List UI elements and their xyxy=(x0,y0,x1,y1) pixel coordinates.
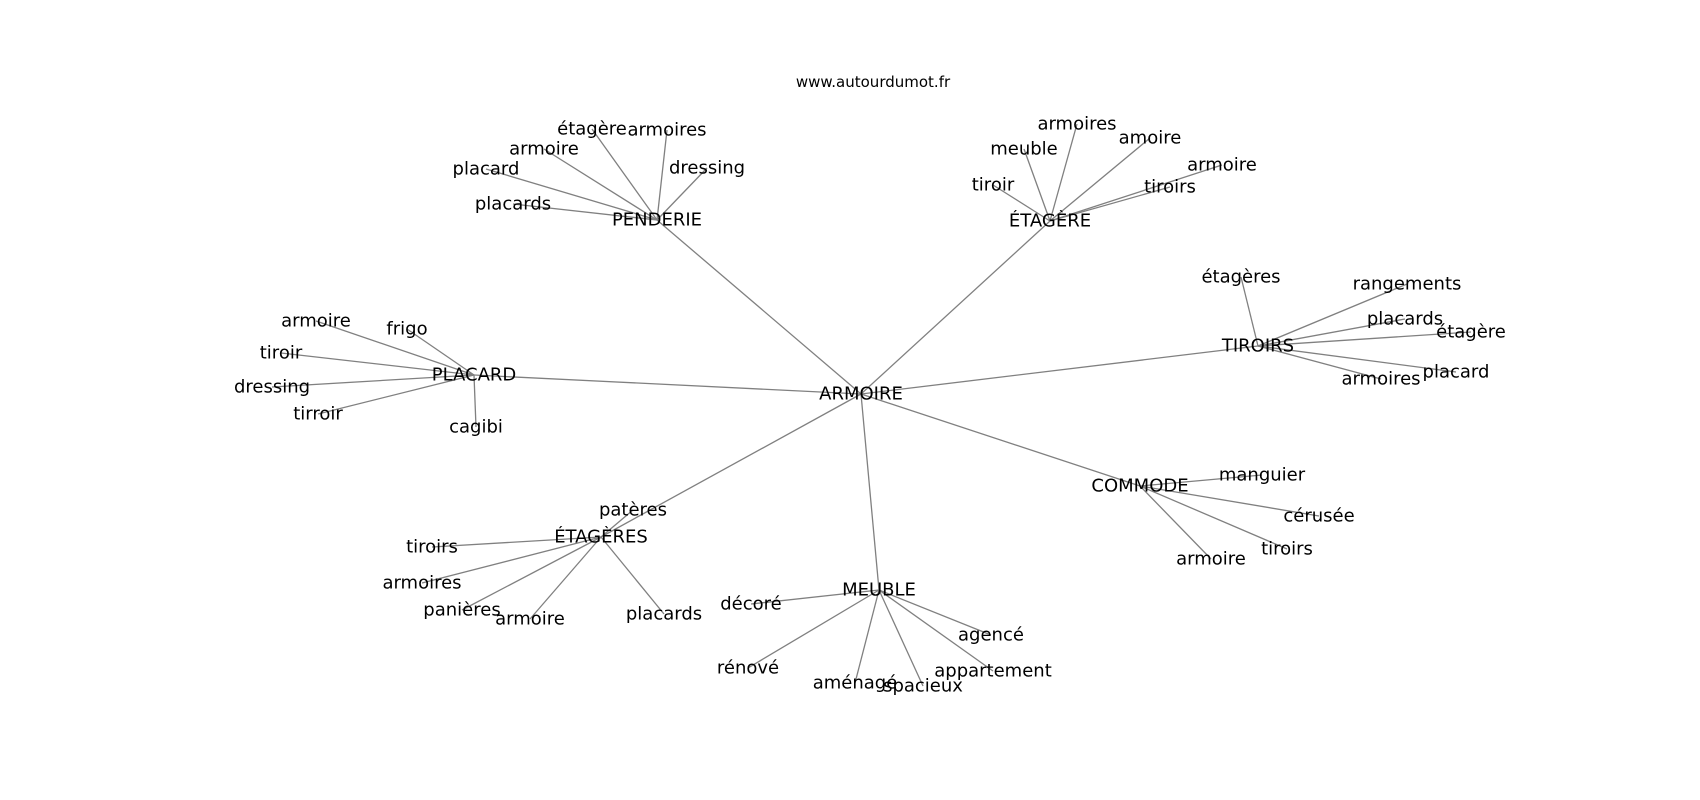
leaf-node-etageres-pateres: patères xyxy=(599,500,667,521)
leaf-node-etagere-armoires: armoires xyxy=(1037,114,1116,135)
edge-placard-dressing xyxy=(271,374,475,388)
leaf-node-penderie-placard: placard xyxy=(453,159,520,180)
leaf-node-commode-manguier: manguier xyxy=(1219,465,1306,486)
edge-etagere-armoire xyxy=(1049,164,1223,222)
edge-etageres-pateres xyxy=(600,509,634,538)
leaf-node-etageres-panieres: panières xyxy=(423,600,500,621)
leaf-node-penderie-etagere: étagère xyxy=(557,119,627,140)
edge-etageres-armoire xyxy=(529,536,602,620)
edge-meuble-decore xyxy=(750,589,880,605)
leaf-node-meuble-renove: rénové xyxy=(717,658,779,679)
leaf-node-etageres-armoire: armoire xyxy=(495,609,565,630)
edge-meuble-spacieux xyxy=(878,589,924,687)
edge-penderie-dressing xyxy=(656,167,708,221)
edge-etagere-armoires xyxy=(1049,123,1078,222)
edge-meuble-amenage xyxy=(854,589,880,684)
leaf-node-etageres-armoires: armoires xyxy=(382,573,461,594)
edge-placard-frigo xyxy=(406,328,475,376)
leaf-node-penderie-armoires: armoires xyxy=(627,120,706,141)
leaf-node-placard-cagibi: cagibi xyxy=(449,417,503,438)
edge-commode-cerusee xyxy=(1139,485,1320,517)
edge-meuble-agence xyxy=(878,589,992,636)
edge-root-penderie xyxy=(656,219,862,395)
site-watermark: www.autourdumot.fr xyxy=(796,73,951,91)
edge-placard-cagibi xyxy=(473,374,477,428)
leaf-node-meuble-amenage: aménagé xyxy=(813,673,898,694)
leaf-node-etagere-tiroirs: tiroirs xyxy=(1144,177,1196,198)
edge-penderie-armoires xyxy=(656,129,668,221)
leaf-node-tiroirs-rangements: rangements xyxy=(1353,274,1462,295)
leaf-node-etageres-placards: placards xyxy=(626,604,702,625)
leaf-node-etagere-tiroir: tiroir xyxy=(972,175,1015,196)
edge-tiroirs-placards xyxy=(1257,318,1406,347)
leaf-node-meuble-spacieux: spacieux xyxy=(883,676,963,697)
leaf-node-meuble-agence: agencé xyxy=(958,625,1024,646)
leaf-node-penderie-armoire: armoire xyxy=(509,139,579,160)
edge-penderie-placard xyxy=(485,168,658,221)
leaf-node-penderie-dressing: dressing xyxy=(669,158,745,179)
edge-placard-tirroir xyxy=(317,374,475,415)
edge-root-etagere xyxy=(860,220,1051,395)
leaf-node-placard-frigo: frigo xyxy=(386,319,427,340)
leaf-node-tiroirs-etageres: étagères xyxy=(1201,267,1280,288)
edge-root-placard xyxy=(473,374,862,395)
leaf-node-tiroirs-armoires: armoires xyxy=(1341,369,1420,390)
leaf-node-commode-tiroirs: tiroirs xyxy=(1261,539,1313,560)
edge-root-tiroirs xyxy=(860,345,1259,395)
edge-placard-armoire xyxy=(315,320,475,376)
edge-root-commode xyxy=(860,393,1141,487)
leaf-node-commode-armoire: armoire xyxy=(1176,549,1246,570)
leaf-node-meuble-decore: décoré xyxy=(720,594,782,615)
edge-tiroirs-placard xyxy=(1257,345,1457,373)
edge-etagere-tiroirs xyxy=(1049,186,1171,222)
edge-etagere-meuble xyxy=(1023,148,1051,222)
leaf-node-etageres-tiroirs: tiroirs xyxy=(406,537,458,558)
edge-commode-manguier xyxy=(1139,474,1263,487)
edge-commode-armoire xyxy=(1139,485,1212,560)
leaf-node-meuble-appartement: appartement xyxy=(934,661,1052,682)
edge-root-meuble xyxy=(860,393,880,591)
edge-etagere-amoire xyxy=(1049,137,1151,222)
edge-meuble-renove xyxy=(747,589,880,669)
leaf-node-etagere-armoire: armoire xyxy=(1187,155,1257,176)
edge-penderie-etagere xyxy=(591,128,658,221)
hub-node-meuble: MEUBLE xyxy=(842,580,916,601)
hub-node-tiroirs: TIROIRS xyxy=(1221,336,1294,357)
edge-etageres-panieres xyxy=(461,536,602,611)
leaf-node-etagere-amoire: amoire xyxy=(1119,128,1182,149)
hub-node-commode: COMMODE xyxy=(1091,476,1188,497)
edge-etageres-tiroirs xyxy=(431,536,602,548)
root-node-label: ARMOIRE xyxy=(819,384,903,405)
leaf-node-commode-cerusee: cérusée xyxy=(1283,506,1354,527)
leaf-node-tiroirs-etagere: étagère xyxy=(1436,322,1506,343)
leaf-node-tiroirs-placards: placards xyxy=(1367,309,1443,330)
edge-etagere-tiroir xyxy=(992,184,1051,222)
edge-tiroirs-rangements xyxy=(1257,283,1408,347)
hub-node-penderie: PENDERIE xyxy=(612,210,702,231)
leaf-node-placard-tiroir: tiroir xyxy=(260,343,303,364)
edge-commode-tiroirs xyxy=(1139,485,1288,550)
edge-tiroirs-etagere xyxy=(1257,331,1472,347)
hub-node-etageres: ÉTAGÈRES xyxy=(554,526,648,548)
leaf-node-placard-dressing: dressing xyxy=(234,377,310,398)
hub-node-placard: PLACARD xyxy=(432,365,517,386)
hub-node-etagere: ÉTAGÈRE xyxy=(1009,210,1091,232)
edge-tiroirs-etageres xyxy=(1240,276,1259,347)
edge-etageres-placards xyxy=(600,536,665,615)
edge-penderie-placards xyxy=(512,203,658,221)
edge-root-etageres xyxy=(600,393,862,538)
edge-tiroirs-armoires xyxy=(1257,345,1382,380)
edge-meuble-appartement xyxy=(878,589,994,672)
leaf-node-etagere-meuble: meuble xyxy=(990,139,1058,160)
leaf-node-placard-armoire: armoire xyxy=(281,311,351,332)
leaf-node-tiroirs-placard: placard xyxy=(1423,362,1490,383)
edge-etageres-armoires xyxy=(421,536,602,584)
edge-penderie-armoire xyxy=(543,148,658,221)
leaf-node-placard-tirroir: tirroir xyxy=(293,404,343,425)
edge-placard-tiroir xyxy=(280,352,475,376)
graph-edges xyxy=(271,123,1472,687)
leaf-node-penderie-placards: placards xyxy=(475,194,551,215)
